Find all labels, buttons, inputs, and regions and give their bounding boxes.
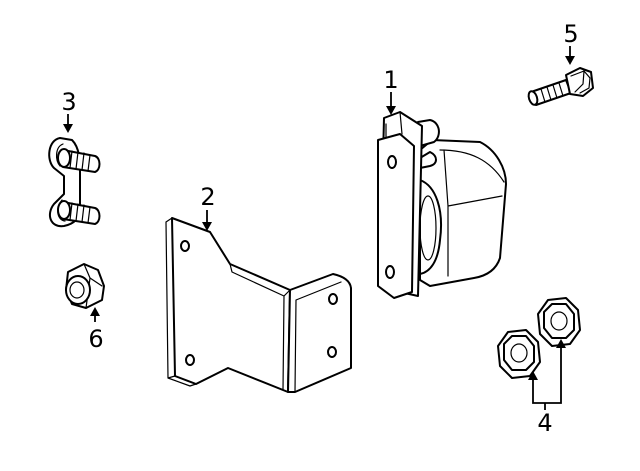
callout-4: 4 <box>537 409 552 437</box>
trailer-connector-socket-icon <box>377 111 507 299</box>
callout-3: 3 <box>61 88 76 116</box>
mounting-bracket-icon <box>165 217 352 393</box>
stud-plate-icon <box>48 137 101 228</box>
callout-6: 6 <box>88 325 103 353</box>
callout-5: 5 <box>563 20 578 48</box>
callout-2: 2 <box>200 183 215 211</box>
flange-nut-icon <box>497 297 581 379</box>
leader-lines <box>63 46 575 410</box>
callout-labels: 1 2 3 4 5 6 <box>61 20 578 437</box>
bolt-icon <box>527 67 594 106</box>
nut-icon <box>65 263 105 309</box>
callout-1: 1 <box>383 66 398 94</box>
